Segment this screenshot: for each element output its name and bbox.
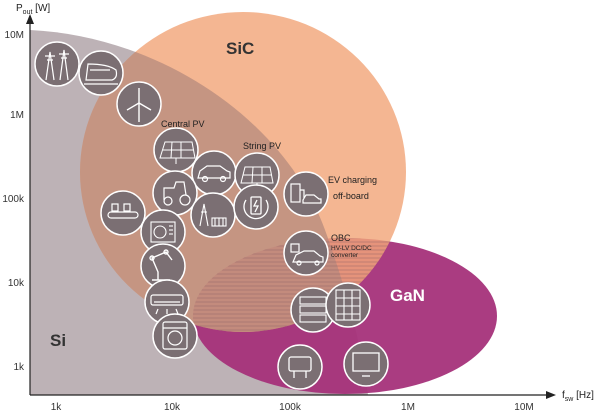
string-pv-label: String PV xyxy=(243,141,281,151)
sic-label: SiC xyxy=(226,39,254,58)
y-tick-10M: 10M xyxy=(5,30,24,41)
x-tick-1k: 1k xyxy=(51,402,63,413)
obc-detail-line1: HV-LV DC/DC xyxy=(331,245,372,252)
data-center-icon xyxy=(325,282,371,328)
x-tick-10M: 10M xyxy=(514,402,533,413)
y-axis-label: Pout [W] xyxy=(16,3,50,16)
air-conditioner-icon xyxy=(144,279,190,325)
wind-turbine-icon xyxy=(116,81,162,127)
charger-adapter-icon xyxy=(277,344,323,390)
y-tick-1k: 1k xyxy=(13,362,25,373)
solar-panel-icon xyxy=(153,127,199,173)
central-pv-label: Central PV xyxy=(161,119,205,129)
string-pv-solar-icon xyxy=(234,152,280,198)
si-label: Si xyxy=(50,331,66,350)
x-axis-arrow xyxy=(546,391,556,399)
obc-car-icon xyxy=(283,230,329,276)
y-axis-arrow xyxy=(26,14,34,24)
power-pylon-icon xyxy=(34,41,80,87)
television-icon xyxy=(343,341,389,387)
y-tick-10k: 10k xyxy=(8,278,25,289)
x-axis-label: fsw [Hz] xyxy=(562,390,594,403)
substation-icon xyxy=(190,192,236,238)
x-tick-10k: 10k xyxy=(164,402,181,413)
obc-detail-line2: converter xyxy=(331,252,359,259)
ev-charging-label-line1: EV charging xyxy=(328,175,377,185)
car-icon xyxy=(191,150,237,196)
x-tick-1M: 1M xyxy=(401,402,415,413)
ev-charging-label-line2: off-board xyxy=(333,191,369,201)
conveyor-icon xyxy=(100,190,146,236)
obc-label: OBC xyxy=(331,233,351,243)
y-tick-100k: 100k xyxy=(2,194,25,205)
battery-charge-icon xyxy=(233,184,279,230)
y-tick-1M: 1M xyxy=(10,110,24,121)
washing-machine-icon xyxy=(152,313,198,359)
tractor-icon xyxy=(152,170,198,216)
x-tick-100k: 100k xyxy=(279,402,302,413)
gan-label: GaN xyxy=(390,286,425,305)
ev-charger-icon xyxy=(283,171,329,217)
high-speed-train-icon xyxy=(78,50,124,96)
